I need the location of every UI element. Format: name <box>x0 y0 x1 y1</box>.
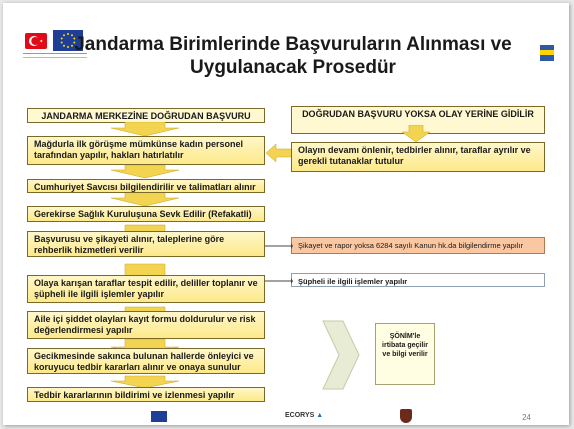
eu-flag-icon <box>53 30 83 51</box>
chevron-right-icon <box>322 320 360 390</box>
gendarmerie-emblem-icon <box>400 409 412 423</box>
ecorys-logo: ECORYS ▲ <box>285 412 324 419</box>
left-arrow-icon <box>266 143 292 163</box>
right-measures-box: Olayın devamı önlenir, tedbirler alınır,… <box>291 142 545 172</box>
step-health-referral: Gerekirse Sağlık Kuruluşuna Sevk Edilir … <box>27 206 265 222</box>
eu-footer-flag-icon <box>151 411 167 422</box>
step-parties-identified: Olaya karışan taraflar tespit edilir, de… <box>27 275 265 303</box>
step-first-interview: Mağdurla ilk görüşme mümkünse kadın pers… <box>27 136 265 165</box>
right-flow-arrow-icon <box>401 125 431 143</box>
step-protective-measures: Gecikmesinde sakınca bulunan hallerde ön… <box>27 348 265 374</box>
emblem-icon <box>540 45 554 61</box>
slide: Jandarma Birimlerinde Başvuruların Alınm… <box>3 3 569 425</box>
step-record-form: Aile içi şiddet olayları kayıt formu dol… <box>27 311 265 339</box>
note-complaint: Şikayet ve rapor yoksa 6284 sayılı Kanun… <box>291 237 545 254</box>
page-number: 24 <box>522 413 531 422</box>
step-prosecutor-informed: Cumhuriyet Savcısı bilgilendirilir ve ta… <box>27 179 265 193</box>
step-complaint-taken: Başvurusu ve şikayeti alınır, taleplerin… <box>27 231 265 257</box>
sonim-box: ŞÖNİM'le irtibata geçilir ve bilgi veril… <box>375 323 435 385</box>
turkey-flag-icon <box>25 33 47 49</box>
step-notification: Tedbir kararlarının bildirimi ve izlenme… <box>27 387 265 402</box>
left-header: JANDARMA MERKEZİNE DOĞRUDAN BAŞVURU <box>27 108 265 123</box>
connector-lines <box>265 243 293 284</box>
page-title: Jandarma Birimlerinde Başvuruların Alınm… <box>74 34 512 78</box>
note-suspect: Şüpheli ile ilgili işlemler yapılır <box>291 273 545 287</box>
logo-caption <box>23 53 87 58</box>
